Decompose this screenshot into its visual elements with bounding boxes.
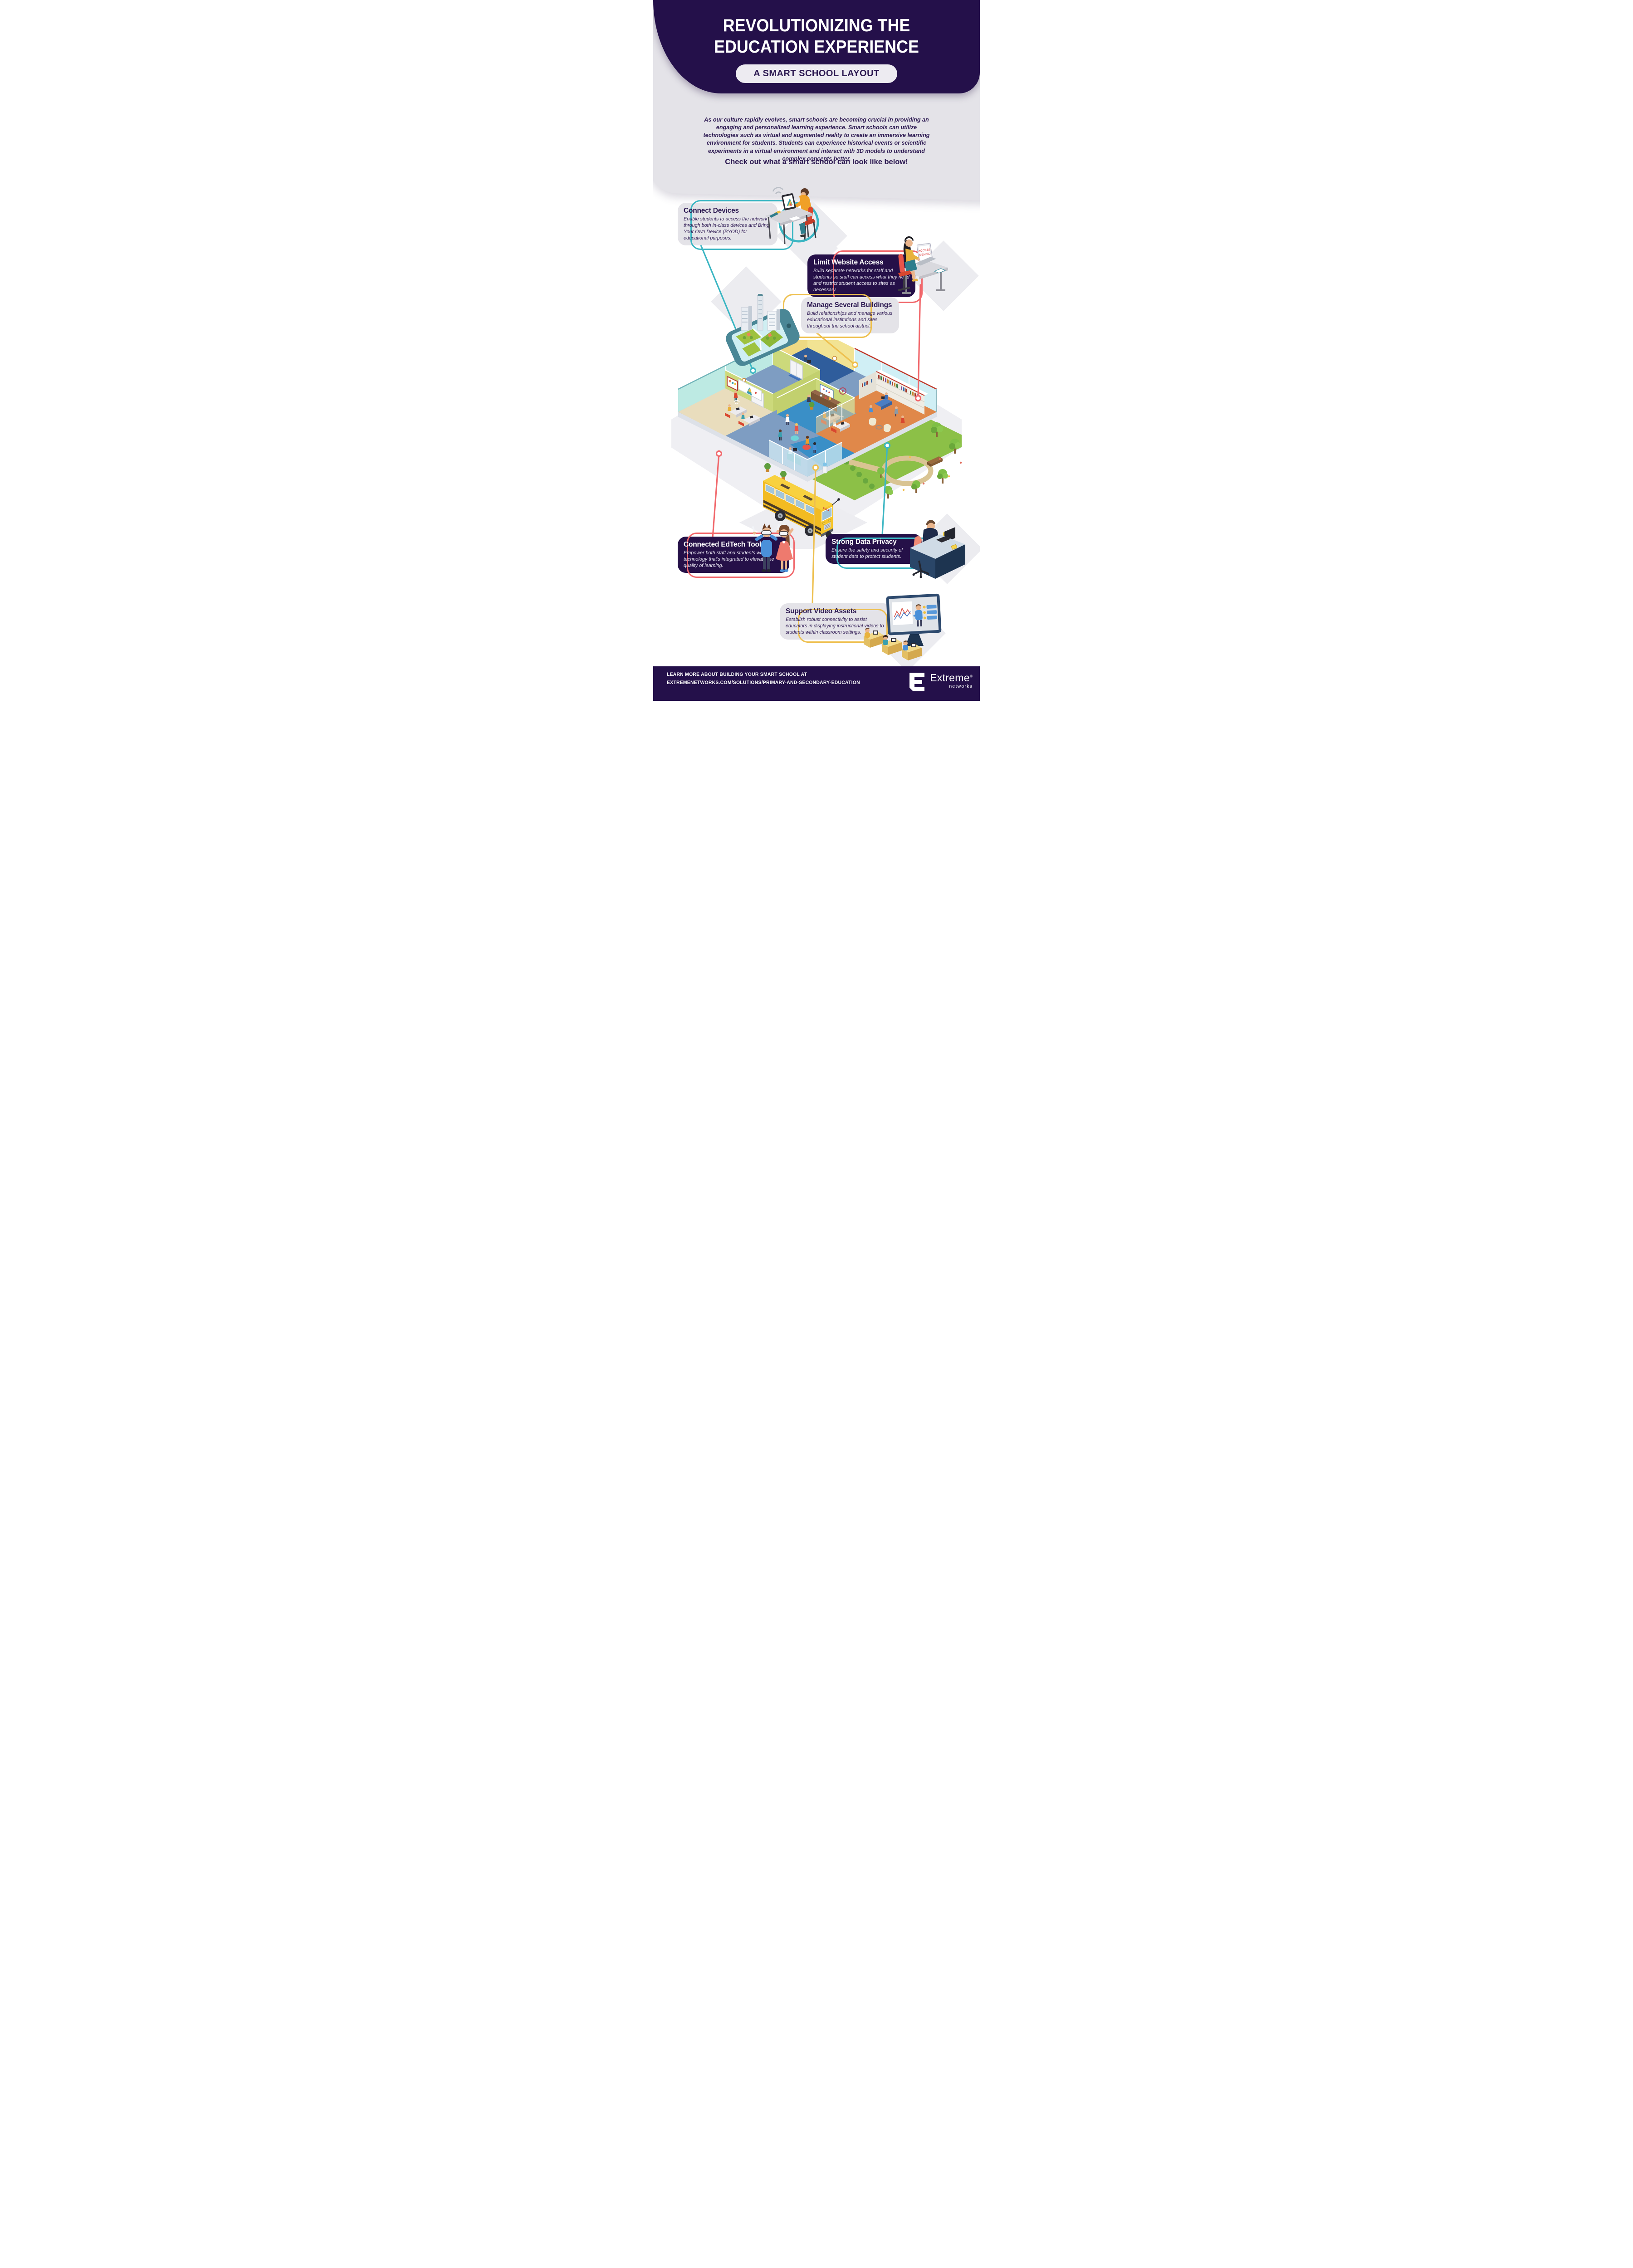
callout-title: Connected EdTech Tools bbox=[684, 541, 765, 548]
vr-woman bbox=[776, 524, 794, 572]
glass-wall-left2 bbox=[678, 366, 725, 412]
beanbag bbox=[791, 435, 799, 441]
vr-headset-icon bbox=[761, 530, 772, 535]
callout-title: Limit Website Access bbox=[813, 259, 884, 266]
logo-registered: ® bbox=[969, 674, 973, 679]
callout-limit-website-access: Limit Website Access Build separate netw… bbox=[807, 250, 923, 303]
callout-title: Manage Several Buildings bbox=[807, 301, 892, 309]
logo-brand-sub: networks bbox=[949, 684, 973, 689]
callout-title: Strong Data Privacy bbox=[831, 538, 897, 546]
hallway-people bbox=[778, 402, 817, 453]
callout-body: Establish robust connectivity to assist … bbox=[786, 617, 884, 635]
classroom-floor bbox=[678, 388, 773, 436]
wifi-icon bbox=[772, 187, 783, 195]
wifi-icon bbox=[733, 400, 740, 404]
callout-body: Ensure the safety and security of studen… bbox=[831, 547, 903, 560]
callout-body: Empower both staff and students with tec… bbox=[684, 550, 774, 569]
potted-plant bbox=[809, 402, 815, 410]
admin-desk-illustration bbox=[910, 520, 965, 579]
school-building bbox=[678, 340, 937, 549]
student-computer-desks bbox=[864, 628, 922, 660]
smartphone-city-illustration bbox=[726, 294, 800, 366]
vr-students-illustration bbox=[752, 523, 794, 572]
callout-body: Enable students to access the network th… bbox=[684, 216, 770, 241]
page-title: REVOLUTIONIZING THE EDUCATION EXPERIENCE bbox=[666, 15, 967, 58]
callout-title: Connect Devices bbox=[684, 207, 739, 215]
logo-brand: Extreme bbox=[930, 672, 970, 684]
entrance-plants bbox=[764, 463, 787, 480]
access-denied-illustration: ACCESS DENIED bbox=[898, 236, 948, 294]
vr-headset-icon bbox=[779, 531, 788, 536]
laptop-screen-text: ACCESS bbox=[918, 248, 931, 253]
science-room bbox=[777, 378, 855, 434]
intro-paragraph: As our culture rapidly evolves, smart sc… bbox=[703, 117, 930, 162]
callout-body: Build relationships and manage various e… bbox=[807, 311, 893, 329]
student-desk bbox=[725, 404, 747, 418]
callout-title: Support Video Assets bbox=[786, 607, 857, 615]
intro-cta: Check out what a smart school can look l… bbox=[725, 158, 908, 166]
vr-man bbox=[752, 523, 780, 572]
subtitle-pill: A SMART SCHOOL LAYOUT bbox=[736, 64, 897, 83]
student-desk bbox=[738, 412, 760, 426]
tablet bbox=[782, 193, 796, 210]
callout-manage-several-buildings: Manage Several Buildings Build relations… bbox=[783, 293, 899, 338]
park-bench bbox=[927, 456, 943, 467]
laptop-screen-text: DENIED bbox=[919, 252, 931, 257]
callout-body: Build separate networks for staff and st… bbox=[813, 268, 909, 293]
footer-text: LEARN MORE ABOUT BUILDING YOUR SMART SCH… bbox=[667, 671, 860, 687]
beanbag bbox=[802, 445, 811, 450]
library-desk bbox=[875, 398, 892, 407]
video-classroom-illustration bbox=[864, 593, 942, 660]
presentation-monitor bbox=[886, 593, 942, 635]
laptop: ACCESS DENIED bbox=[914, 243, 936, 266]
footer-line-1: LEARN MORE ABOUT BUILDING YOUR SMART SCH… bbox=[667, 672, 807, 677]
callout-connected-edtech-tools: Connected EdTech Tools Empower both staf… bbox=[678, 532, 795, 578]
trees bbox=[877, 422, 961, 499]
library bbox=[859, 370, 928, 432]
footer: LEARN MORE ABOUT BUILDING YOUR SMART SCH… bbox=[653, 666, 980, 701]
title-line-2: EDUCATION EXPERIENCE bbox=[714, 37, 919, 57]
extreme-networks-logo: Extreme® networks bbox=[909, 673, 973, 693]
callout-strong-data-privacy: Strong Data Privacy Ensure the safety an… bbox=[826, 534, 939, 569]
city-buildings bbox=[741, 294, 780, 331]
logo-text: Extreme® networks bbox=[930, 673, 973, 689]
mint-classroom bbox=[725, 378, 762, 426]
extreme-networks-e-logo-icon bbox=[909, 673, 925, 691]
title-line-1: REVOLUTIONIZING THE bbox=[723, 16, 910, 35]
student-tablet-illustration bbox=[765, 187, 819, 244]
callout-support-video-assets: Support Video Assets Establish robust co… bbox=[780, 603, 891, 643]
flowers bbox=[902, 456, 962, 491]
armchairs bbox=[869, 417, 891, 432]
footer-line-2: EXTREMENETWORKS.COM/SOLUTIONS/PRIMARY-AN… bbox=[667, 679, 860, 685]
bulletin-board bbox=[727, 376, 738, 391]
water-cooler bbox=[822, 462, 827, 474]
smart-school-illustration bbox=[671, 340, 962, 549]
infographic-page: REVOLUTIONIZING THE EDUCATION EXPERIENCE… bbox=[653, 0, 980, 701]
